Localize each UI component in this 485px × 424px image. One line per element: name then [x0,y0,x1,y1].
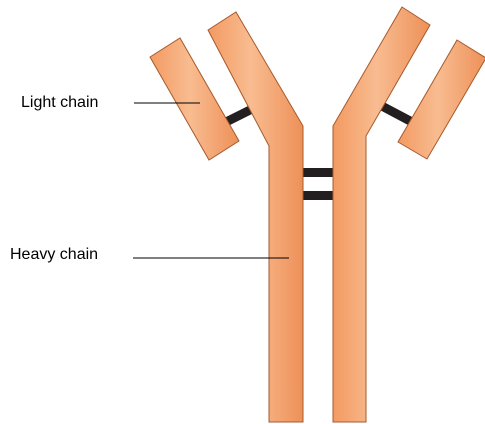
light-chain-label: Light chain [21,93,98,113]
heavy-chain-right [333,7,430,422]
disulfide-bond-hinge-upper [300,168,336,177]
disulfide-bond-hinge-lower [300,191,336,200]
heavy-chain-left [208,12,303,422]
heavy-chain-label: Heavy chain [10,245,98,265]
